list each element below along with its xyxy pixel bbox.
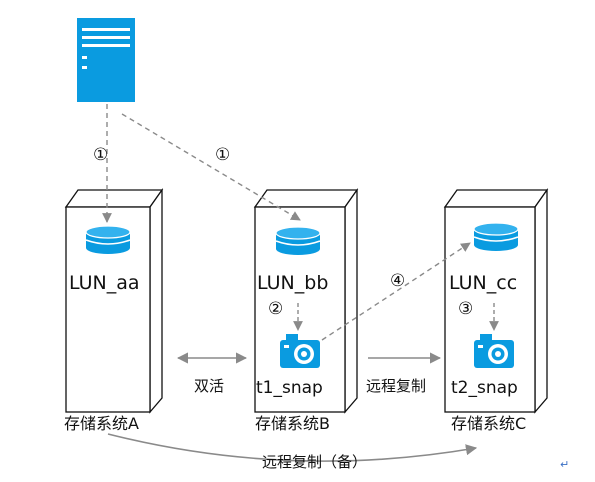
step-marker-4: ④ [390,271,405,291]
disk-icon-lun-bb [275,226,321,256]
t1-snap-label: t1_snap [256,378,323,398]
lun-cc-label: LUN_cc [449,272,517,294]
t2-snap-label: t2_snap [451,378,518,398]
storage-system-b-name: 存储系统B [255,414,330,433]
storage-system-c-name: 存储系统C [451,414,526,433]
lun-aa-label: LUN_aa [69,272,140,294]
step-marker-3: ③ [458,299,473,319]
active-active-label: 双活 [194,377,224,395]
remote-replication-backup-label: 远程复制（备） [262,453,367,471]
step-marker-1b: ① [215,145,230,165]
storage-system-a-name: 存储系统A [64,414,139,433]
lun-bb-label: LUN_bb [257,272,328,294]
remote-replication-backup-curve [107,433,478,462]
disk-icon-lun-cc [473,222,519,252]
remote-replication-label: 远程复制 [366,377,426,395]
t1-snap-to-lun-cc-arrow [321,242,471,341]
step-marker-1a: ① [93,145,108,165]
paragraph-mark: ↵ [560,458,569,471]
storage-system-a-box [64,187,164,414]
host-to-lun-bb-arrow [121,113,301,221]
disk-icon-lun-aa [85,225,131,255]
step-marker-2: ② [268,299,283,319]
host-server-icon [77,18,135,102]
